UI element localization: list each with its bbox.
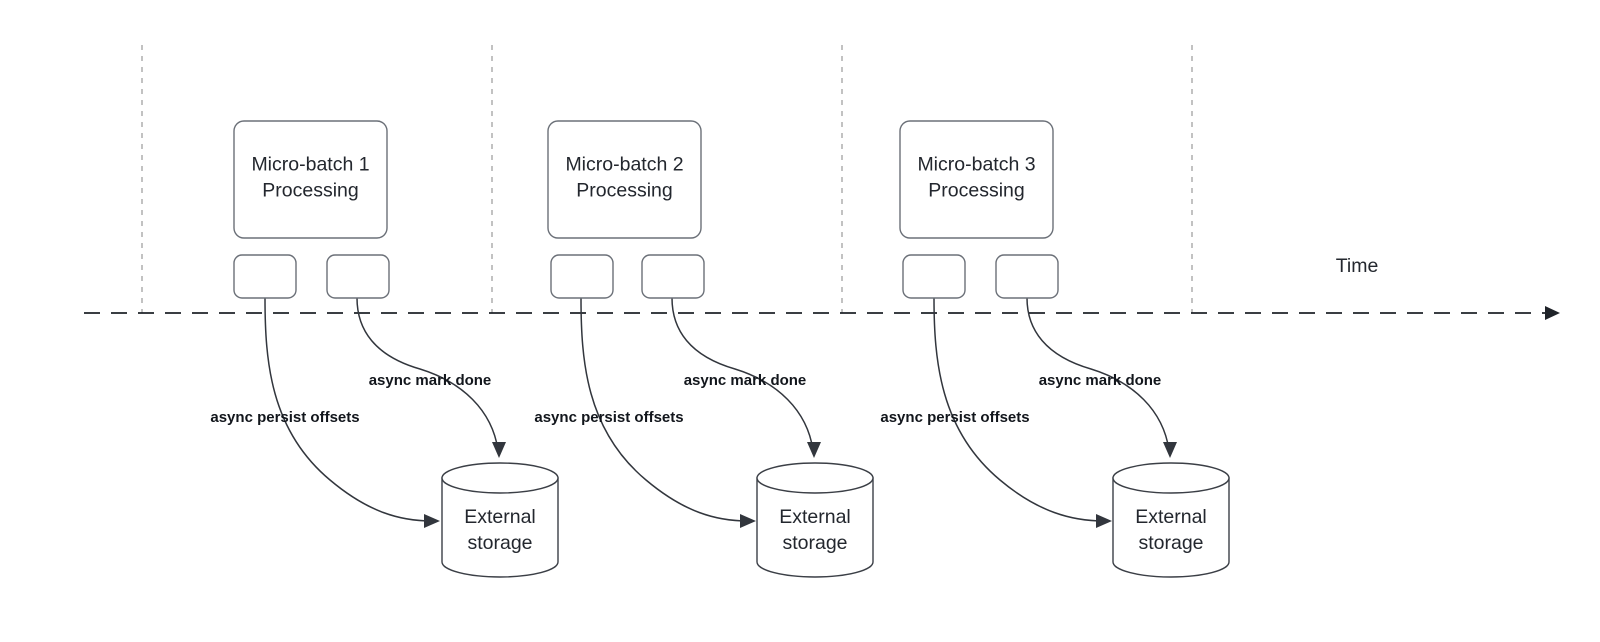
external-storage-cylinder-body[interactable] bbox=[756, 477, 874, 578]
micro-batch-group-3: async persist offsets async mark done Micr… bbox=[880, 120, 1230, 578]
async-mark-done-edge-path bbox=[356, 297, 499, 451]
async-persist-offsets-edge-label: async persist offsets bbox=[880, 409, 1029, 426]
micro-batch-group-1: async persist offsets async mark done Micr… bbox=[210, 120, 559, 578]
async-persist-offsets-edge-label: async persist offsets bbox=[534, 409, 683, 426]
micro-batch-box-label-line1: Micro-batch 2 bbox=[565, 154, 683, 176]
async-mark-done-edge-label: async mark done bbox=[1039, 372, 1162, 389]
external-storage-label-line2: storage bbox=[1138, 532, 1203, 554]
async-mark-done-edge-label: async mark done bbox=[684, 372, 807, 389]
external-storage-label-line1: External bbox=[464, 506, 536, 528]
external-storage-cylinder-top bbox=[756, 462, 874, 494]
micro-batch-box-label-line2: Processing bbox=[928, 180, 1024, 202]
micro-batch-group-2: async persist offsets async mark done Micr… bbox=[534, 120, 874, 578]
time-axis-label: Time bbox=[1336, 255, 1379, 277]
async-mark-done-edge-path bbox=[1026, 297, 1170, 451]
external-storage-cylinder-body[interactable] bbox=[441, 477, 559, 578]
persist-offsets-event-box[interactable] bbox=[233, 254, 297, 299]
async-persist-offsets-edge-path bbox=[580, 297, 749, 522]
timeline-arrowhead-icon bbox=[1545, 306, 1560, 320]
async-persist-offsets-edge-path bbox=[264, 297, 433, 522]
micro-batch-box-label-line1: Micro-batch 1 bbox=[251, 154, 369, 176]
external-storage-label-line1: External bbox=[779, 506, 851, 528]
async-mark-done-edge-label: async mark done bbox=[369, 372, 492, 389]
async-mark-done-edge-arrowhead-icon bbox=[807, 442, 821, 458]
micro-batch-box-label-line2: Processing bbox=[576, 180, 672, 202]
async-persist-offsets-edge-arrowhead-icon bbox=[1096, 514, 1112, 528]
micro-batch-box-label-line2: Processing bbox=[262, 180, 358, 202]
mark-done-event-box[interactable] bbox=[995, 254, 1059, 299]
micro-batch-groups: async persist offsets async mark done Micr… bbox=[210, 120, 1230, 578]
mark-done-event-box[interactable] bbox=[326, 254, 390, 299]
external-storage-cylinder-top bbox=[1112, 462, 1230, 494]
external-storage-label-line2: storage bbox=[782, 532, 847, 554]
micro-batch-processing-box[interactable] bbox=[233, 120, 388, 239]
micro-batch-box-label-line1: Micro-batch 3 bbox=[917, 154, 1035, 176]
async-mark-done-edge-arrowhead-icon bbox=[1163, 442, 1177, 458]
async-persist-offsets-edge-path bbox=[933, 297, 1105, 522]
timeline-ticks-group bbox=[141, 45, 1193, 313]
external-storage-label-line2: storage bbox=[467, 532, 532, 554]
persist-offsets-event-box[interactable] bbox=[902, 254, 966, 299]
external-storage-cylinder-body[interactable] bbox=[1112, 477, 1230, 578]
micro-batch-processing-box[interactable] bbox=[547, 120, 702, 239]
external-storage-cylinder-top bbox=[441, 462, 559, 494]
timeline-axis-group: Time bbox=[84, 255, 1560, 320]
persist-offsets-event-box[interactable] bbox=[550, 254, 614, 299]
mark-done-event-box[interactable] bbox=[641, 254, 705, 299]
micro-batch-processing-box[interactable] bbox=[899, 120, 1054, 239]
async-persist-offsets-edge-arrowhead-icon bbox=[424, 514, 440, 528]
async-persist-offsets-edge-arrowhead-icon bbox=[740, 514, 756, 528]
external-storage-label-line1: External bbox=[1135, 506, 1207, 528]
async-persist-offsets-edge-label: async persist offsets bbox=[210, 409, 359, 426]
async-mark-done-edge-arrowhead-icon bbox=[492, 442, 506, 458]
async-mark-done-edge-path bbox=[671, 297, 814, 451]
